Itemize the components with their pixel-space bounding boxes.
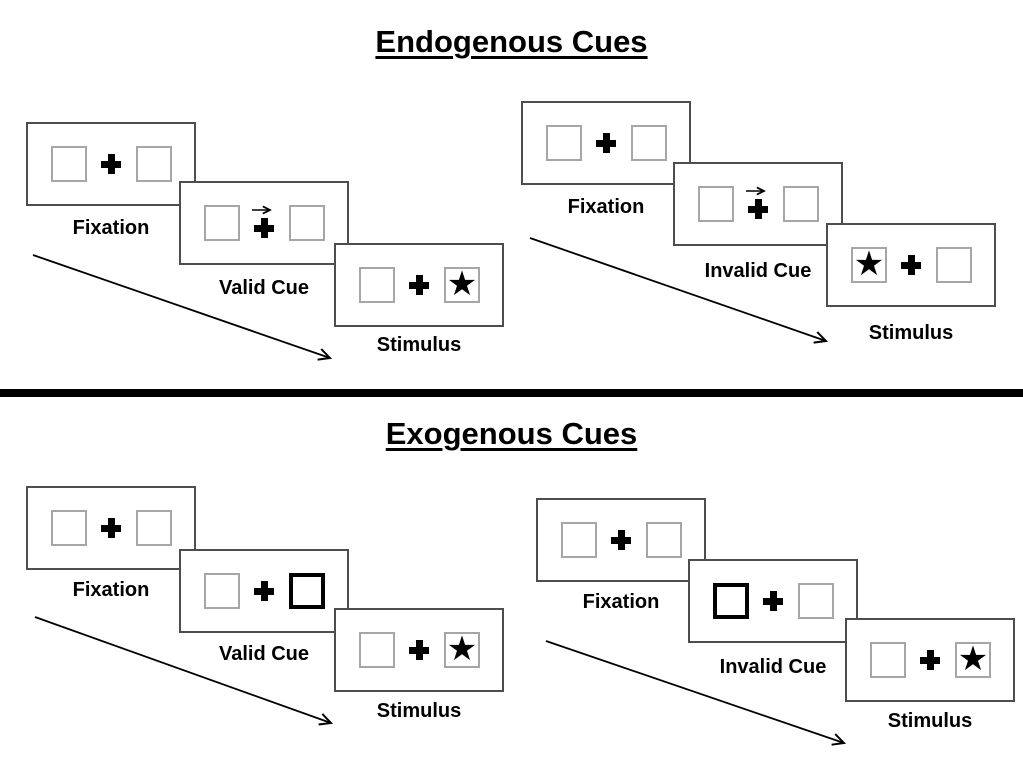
invalid-cue-panel <box>688 559 858 643</box>
stimulus-panel: ★ <box>334 243 504 327</box>
right-box <box>631 125 667 161</box>
panel-label: Valid Cue <box>218 277 310 299</box>
timeline-arrow <box>32 254 338 365</box>
cued-box <box>289 573 325 609</box>
stimulus-panel: ★ <box>334 608 504 692</box>
left-box <box>870 642 906 678</box>
panel-label: Invalid Cue <box>704 260 812 282</box>
right-box <box>646 522 682 558</box>
section-title: Exogenous Cues <box>385 416 638 451</box>
left-box <box>204 573 240 609</box>
timeline-arrow <box>545 640 851 749</box>
left-box <box>359 267 395 303</box>
panel-label: Stimulus <box>887 710 973 732</box>
target-box: ★ <box>444 267 480 303</box>
stimulus-panel: ★ <box>826 223 996 307</box>
right-box <box>289 205 325 241</box>
panel-label: Fixation <box>567 196 645 218</box>
cue-arrow-icon <box>746 185 771 197</box>
valid-cue-panel <box>179 181 349 265</box>
section-title: Endogenous Cues <box>375 24 648 59</box>
panel-label: Stimulus <box>376 700 462 722</box>
cued-box <box>713 583 749 619</box>
panel-label: Fixation <box>72 217 150 239</box>
fixation-panel <box>521 101 691 185</box>
left-box <box>51 510 87 546</box>
left-box <box>359 632 395 668</box>
stimulus-panel: ★ <box>845 618 1015 702</box>
star-icon: ★ <box>853 243 885 284</box>
left-box <box>561 522 597 558</box>
fixation-cross-icon <box>901 255 921 275</box>
fixation-cross-icon <box>611 530 631 550</box>
fixation-cross-icon <box>748 199 768 219</box>
fixation-panel <box>26 486 196 570</box>
target-box: ★ <box>851 247 887 283</box>
panel-label: Stimulus <box>868 322 954 344</box>
fixation-cross-icon <box>101 518 121 538</box>
fixation-panel <box>536 498 706 582</box>
left-box <box>51 146 87 182</box>
left-box <box>698 186 734 222</box>
timeline-arrow <box>529 237 832 348</box>
fixation-cross-icon <box>596 133 616 153</box>
right-box <box>783 186 819 222</box>
fixation-panel <box>26 122 196 206</box>
fixation-cross-icon <box>101 154 121 174</box>
timeline-arrow <box>34 616 340 730</box>
invalid-cue-panel <box>673 162 843 246</box>
left-box <box>204 205 240 241</box>
fixation-cross-icon <box>409 640 429 660</box>
cue-arrow-icon <box>252 204 277 216</box>
panel-label: Fixation <box>582 591 660 613</box>
valid-cue-panel <box>179 549 349 633</box>
right-box <box>136 146 172 182</box>
right-box <box>136 510 172 546</box>
fixation-cross-icon <box>254 581 274 601</box>
target-box: ★ <box>955 642 991 678</box>
panel-label: Fixation <box>72 579 150 601</box>
section-divider <box>0 389 1023 397</box>
star-icon: ★ <box>957 638 989 679</box>
fixation-cross-icon <box>763 591 783 611</box>
star-icon: ★ <box>446 263 478 304</box>
panel-label: Invalid Cue <box>719 656 827 678</box>
right-box <box>936 247 972 283</box>
fixation-cross-icon <box>409 275 429 295</box>
fixation-cross-icon <box>254 218 274 238</box>
target-box: ★ <box>444 632 480 668</box>
panel-label: Valid Cue <box>218 643 310 665</box>
star-icon: ★ <box>446 628 478 669</box>
right-box <box>798 583 834 619</box>
left-box <box>546 125 582 161</box>
panel-label: Stimulus <box>376 334 462 356</box>
fixation-cross-icon <box>920 650 940 670</box>
